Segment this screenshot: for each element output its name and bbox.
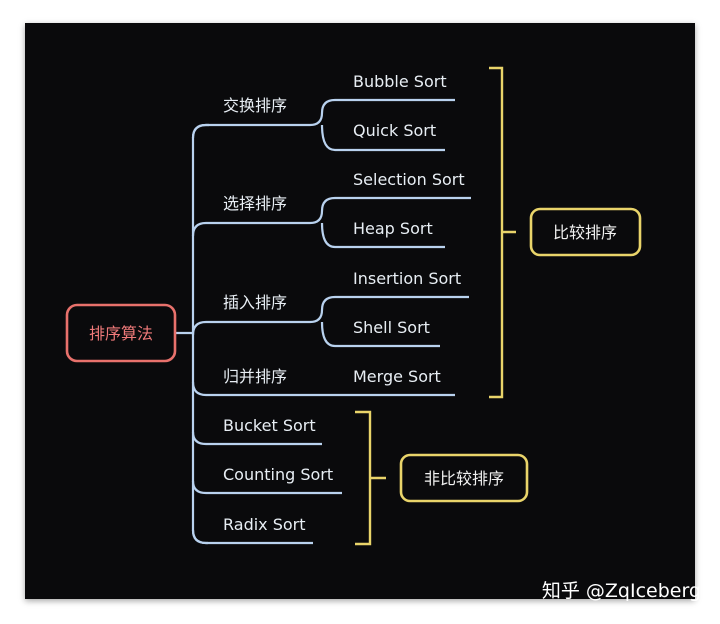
- subbranch-insertion: [309, 295, 469, 348]
- watermark-text: 知乎 @ZqIceberg: [542, 580, 701, 602]
- leaf-insertion-sort: Insertion Sort: [353, 269, 461, 288]
- leaf-selection-sort: Selection Sort: [353, 170, 465, 189]
- non-comparison-group-label: 非比较排序: [424, 469, 504, 488]
- comparison-group-box: [529, 207, 642, 257]
- leaf-radix-sort: Radix Sort: [223, 515, 306, 534]
- leaf-line-radix: [191, 529, 313, 545]
- subbranch-selection: [309, 196, 471, 249]
- category-label-selection: 选择排序: [223, 194, 287, 213]
- root-node-label: 排序算法: [89, 324, 153, 343]
- leaf-bubble-sort: Bubble Sort: [353, 72, 447, 91]
- category-label-exchange: 交换排序: [223, 96, 287, 115]
- leaf-line-bucket: [191, 431, 322, 446]
- leaf-line-counting: [191, 480, 342, 495]
- category-line-insertion: [191, 320, 310, 336]
- root-node-box: [65, 303, 177, 363]
- leaf-quick-sort: Quick Sort: [353, 121, 436, 140]
- leaf-bucket-sort: Bucket Sort: [223, 416, 316, 435]
- trunk-line: [191, 123, 209, 545]
- leaf-heap-sort: Heap Sort: [353, 219, 433, 238]
- comparison-bracket: [489, 66, 516, 399]
- leaf-shell-sort: Shell Sort: [353, 318, 430, 337]
- category-label-insertion: 插入排序: [223, 293, 287, 312]
- category-line-merge: [191, 381, 455, 397]
- non-comparison-bracket: [355, 410, 386, 546]
- comparison-group-label: 比较排序: [553, 223, 617, 242]
- mindmap-panel: [25, 23, 695, 599]
- leaf-merge-sort: Merge Sort: [353, 367, 441, 386]
- subbranch-exchange: [309, 98, 455, 152]
- category-line-selection: [191, 221, 310, 237]
- non-comparison-group-box: [399, 453, 529, 503]
- leaf-counting-sort: Counting Sort: [223, 465, 333, 484]
- category-label-merge: 归并排序: [223, 367, 287, 386]
- category-line-exchange: [191, 123, 310, 139]
